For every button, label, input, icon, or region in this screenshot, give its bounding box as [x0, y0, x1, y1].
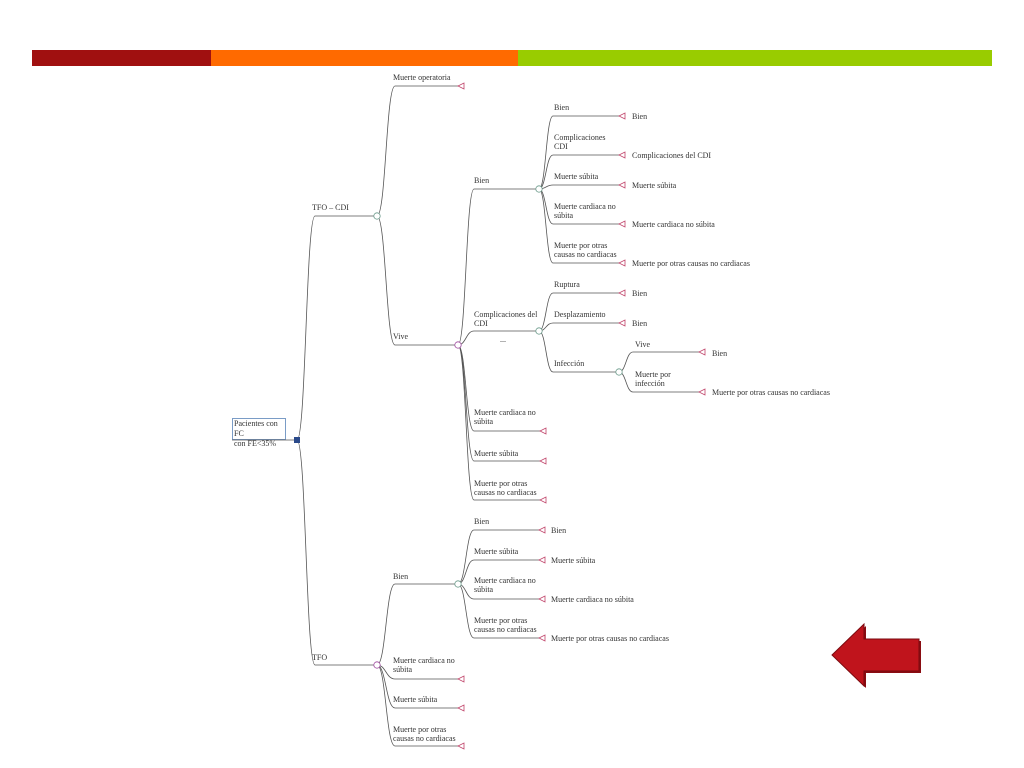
- label-tfo-b-mcns-1: Muerte cardiaca no: [474, 576, 536, 585]
- label-mpoc-b1-1: Muerte por otras: [554, 241, 607, 250]
- label-tfo-b-bien: Bien: [474, 517, 489, 526]
- label-desplazamiento: Desplazamiento: [554, 310, 606, 319]
- label-comp-del-cdi-2: CDI: [474, 319, 488, 328]
- terminal-tfo-b-mcns: Muerte cardiaca no súbita: [551, 595, 634, 604]
- terminal-triangle: [698, 348, 706, 356]
- terminal-triangle: [698, 388, 706, 396]
- terminal-triangle: [538, 595, 546, 603]
- label-vive-mcns-1: Muerte cardiaca no: [474, 408, 536, 417]
- label-tfo-mcns-2: súbita: [393, 665, 413, 674]
- label-mcns-b1-2: súbita: [554, 211, 574, 220]
- terminal-triangle: [618, 259, 626, 267]
- label-muerte-operatoria: Muerte operatoria: [393, 73, 451, 82]
- terminal-triangle: [618, 151, 626, 159]
- terminal-tfo-b-ms: Muerte súbita: [551, 556, 596, 565]
- decision-node-root: [294, 437, 300, 443]
- chance-node-complicaciones: [535, 327, 543, 335]
- chance-node-infeccion: [615, 368, 623, 376]
- label-tfo-mcns-1: Muerte cardiaca no: [393, 656, 455, 665]
- terminal-triangle: [538, 526, 546, 534]
- header-bar-orange: [211, 50, 518, 66]
- terminal-triangle: [618, 181, 626, 189]
- terminal-triangle: [618, 289, 626, 297]
- chance-node-bien-upper: [535, 185, 543, 193]
- label-mpoc-b1-2: causas no cardiacas: [554, 250, 617, 259]
- markov-node-vive: [454, 341, 462, 349]
- terminal-triangle: [457, 742, 465, 750]
- label-muerte-subita-b1: Muerte súbita: [554, 172, 599, 181]
- chance-node-tfo-bien: [454, 580, 462, 588]
- label-tfo-mpoc-1: Muerte por otras: [393, 725, 446, 734]
- terminal-comp-cdi: Complicaciones del CDI: [632, 151, 711, 160]
- terminal-muerte-subita-b1: Muerte súbita: [632, 181, 677, 190]
- label-tfo-ms: Muerte súbita: [393, 695, 438, 704]
- label-vive-mpoc-2: causas no cardiacas: [474, 488, 537, 497]
- terminal-triangle: [457, 675, 465, 683]
- label-tfo-bien: Bien: [393, 572, 408, 581]
- label-comp-cdi-2: CDI: [554, 142, 568, 151]
- label-tfo-cdi: TFO – CDI: [312, 203, 349, 212]
- label-vive-mpoc-1: Muerte por otras: [474, 479, 527, 488]
- terminal-bien-b1: Bien: [632, 112, 647, 121]
- label-comp-del-cdi-1: Complicaciones del: [474, 310, 538, 319]
- label-bien-b1: Bien: [554, 103, 569, 112]
- terminal-mpoc-b1: Muerte por otras causas no cardiacas: [632, 259, 750, 268]
- label-infeccion: Infección: [554, 359, 584, 368]
- root-node-label: Pacientes con FC con FE<35%: [232, 418, 286, 448]
- terminal-triangle: [538, 556, 546, 564]
- terminal-triangle: [457, 82, 465, 90]
- label-mcns-b1-1: Muerte cardiaca no: [554, 202, 616, 211]
- header-bar-red: [32, 50, 211, 66]
- label-tfo-b-ms: Muerte súbita: [474, 547, 519, 556]
- label-bien: Bien: [474, 176, 489, 185]
- terminal-tfo-b-mpoc: Muerte por otras causas no cardiacas: [551, 634, 669, 643]
- terminal-tfo-b-bien: Bien: [551, 526, 566, 535]
- label-vive-mcns-2: súbita: [474, 417, 494, 426]
- terminal-triangle: [618, 319, 626, 327]
- terminal-desplazamiento: Bien: [632, 319, 647, 328]
- label-tfo-mpoc-2: causas no cardiacas: [393, 734, 456, 743]
- label-ruptura: Ruptura: [554, 280, 580, 289]
- label-vive: Vive: [393, 332, 409, 341]
- root-line2: con FE<35%: [234, 439, 277, 448]
- terminal-triangle: [539, 496, 547, 504]
- terminal-triangle: [618, 112, 626, 120]
- label-comp-cdi-1: Complicaciones: [554, 133, 606, 142]
- label-tfo-b-mpoc-1: Muerte por otras: [474, 616, 527, 625]
- terminal-triangle: [538, 634, 546, 642]
- tree-branches: [232, 85, 699, 747]
- label-vive-ms: Muerte súbita: [474, 449, 519, 458]
- chance-node-tfo-cdi: [373, 212, 381, 220]
- label-tfo-b-mcns-2: súbita: [474, 585, 494, 594]
- terminal-ruptura: Bien: [632, 289, 647, 298]
- label-ellipsis: ...: [500, 335, 506, 344]
- label-inf-muerte-1: Muerte por: [635, 370, 671, 379]
- terminal-inf-muerte: Muerte por otras causas no cardiacas: [712, 388, 830, 397]
- terminal-triangle: [457, 704, 465, 712]
- terminal-triangle: [618, 220, 626, 228]
- label-tfo-b-mpoc-2: causas no cardiacas: [474, 625, 537, 634]
- markov-node-tfo: [373, 661, 381, 669]
- terminal-triangle: [539, 427, 547, 435]
- root-line1: Pacientes con FC: [234, 419, 278, 438]
- label-inf-vive: Vive: [635, 340, 651, 349]
- terminal-mcns-b1: Muerte cardiaca no súbita: [632, 220, 715, 229]
- terminal-inf-vive: Bien: [712, 349, 727, 358]
- label-inf-muerte-2: infección: [635, 379, 665, 388]
- label-tfo: TFO: [312, 653, 327, 662]
- left-arrow-icon[interactable]: [828, 620, 924, 690]
- header-bar-green: [518, 50, 992, 66]
- terminal-triangle: [539, 457, 547, 465]
